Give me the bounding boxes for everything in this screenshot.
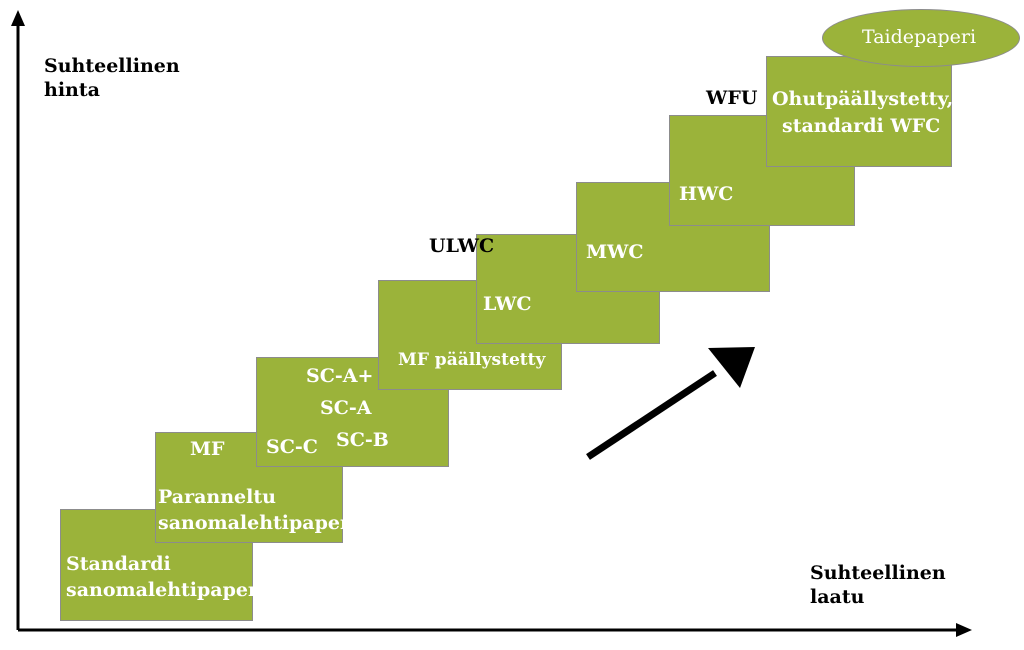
y-axis-label: Suhteellinen hinta [44,54,180,102]
y-axis-label-line1: Suhteellinen [44,55,180,77]
label-improved-newsprint: Paranneltu sanomalehtipaperi [158,484,357,536]
label-art-paper: Taidepaperi [862,26,977,48]
label-thin-coated-wfc: Ohutpäällystetty, standardi WFC [772,86,953,140]
label-sc-a-plus: SC-A+ [306,365,374,387]
x-axis-label-line1: Suhteellinen [810,562,946,584]
x-axis-label-line2: laatu [810,586,865,608]
label-lwc: LWC [483,293,532,315]
label-sc-b: SC-B [336,429,389,451]
label-hwc: HWC [679,183,734,205]
label-improved-newsprint-line2: sanomalehtipaperi [158,512,358,534]
y-axis-label-line2: hinta [44,79,100,101]
label-wfu: WFU [706,87,758,109]
box-sc-papers [256,357,449,467]
label-thin-coated-line1: Ohutpäällystetty, [772,88,954,110]
x-axis-arrowhead [956,623,972,637]
box-thin-coated-wfc [766,56,952,167]
label-ulwc: ULWC [429,235,495,257]
label-mf: MF [190,438,225,460]
label-standard-newsprint-line2: sanomalehtipaperi [66,579,266,601]
label-standard-newsprint: Standardi sanomalehtipaperi [66,551,265,603]
x-axis-label: Suhteellinen laatu [810,561,946,609]
trend-arrow-shaft [586,370,717,460]
trend-arrow-head [708,347,755,388]
label-improved-newsprint-line1: Paranneltu [158,486,276,508]
label-mf-coated: MF päällystetty [398,350,546,370]
ellipse-art-paper [822,9,1020,67]
label-thin-coated-line2: standardi WFC [782,115,941,137]
label-mwc: MWC [586,241,644,263]
label-sc-c: SC-C [266,436,318,458]
label-standard-newsprint-line1: Standardi [66,553,171,575]
y-axis-arrowhead [11,10,25,26]
label-sc-a: SC-A [320,397,372,419]
